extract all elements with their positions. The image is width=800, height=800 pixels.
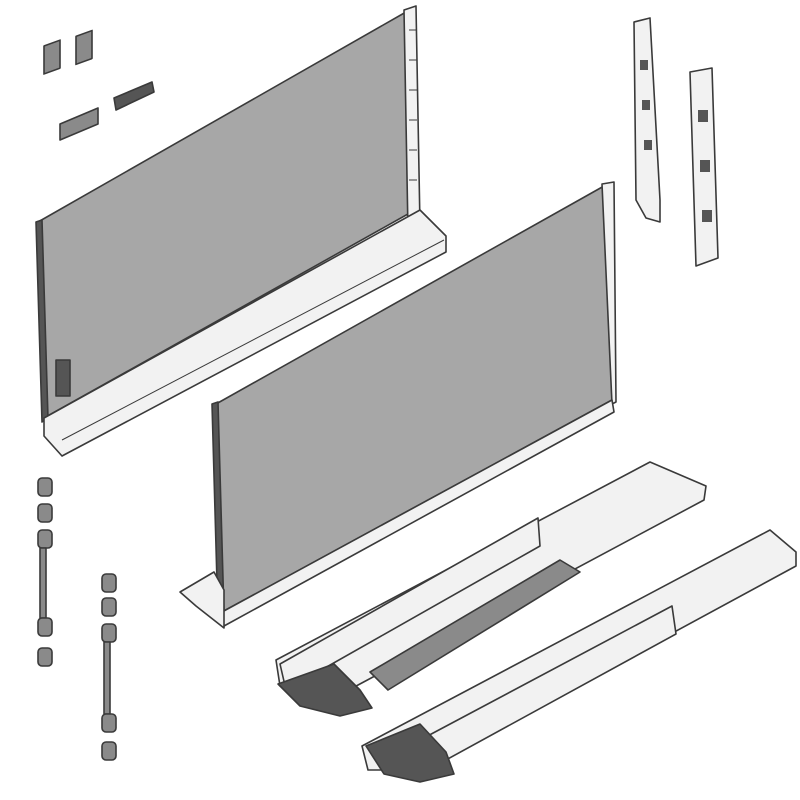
cover-cap	[75, 29, 93, 66]
runner-lock	[365, 723, 455, 783]
rear-brackets	[633, 17, 719, 267]
front-fixing-bracket-long	[37, 529, 117, 761]
front-fixing-bracket	[37, 477, 117, 617]
rear-frame	[601, 181, 617, 405]
runner-lower	[361, 529, 797, 783]
cover-caps	[43, 29, 155, 141]
front-fixing-brackets	[37, 477, 117, 761]
cover-cap	[43, 39, 61, 75]
rear-bracket	[633, 17, 661, 223]
runner-lock	[277, 663, 373, 717]
drawer-side-panel-left	[35, 5, 447, 457]
connector-piece	[113, 81, 155, 111]
cover-strip	[59, 107, 99, 141]
synchronization-mechanism	[369, 559, 581, 691]
runner-upper	[275, 461, 707, 717]
latch-mechanism	[55, 359, 71, 397]
bottom-rail	[43, 209, 447, 457]
front-bracket	[179, 571, 225, 629]
drawer-side-panel-right	[179, 181, 617, 629]
